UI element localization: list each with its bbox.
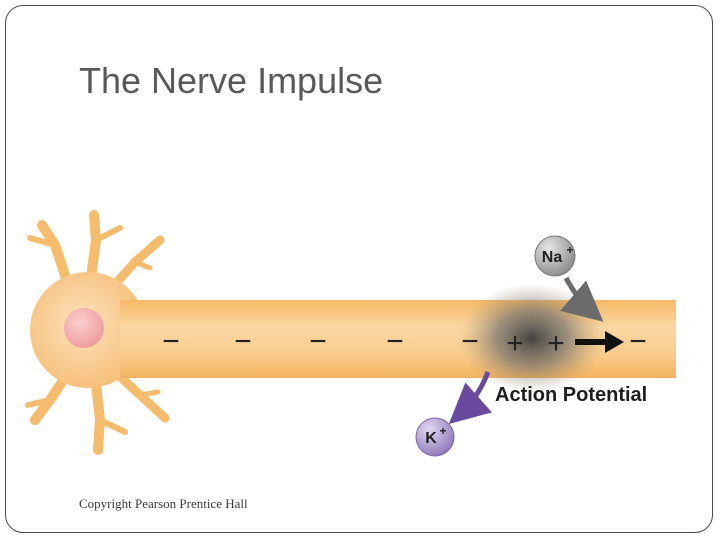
charge-sign: −	[461, 325, 479, 358]
action-potential-label: Action Potential	[495, 384, 647, 406]
potassium-ion	[415, 417, 455, 457]
sodium-ion-label: Na	[542, 249, 563, 266]
charge-sign: −	[234, 325, 252, 358]
charge-sign: −	[629, 325, 647, 358]
sodium-ion	[534, 235, 576, 277]
sodium-influx-arrow	[560, 276, 604, 322]
charge-signs: − − − − − + + −	[162, 325, 647, 360]
potassium-ion-charge: +	[439, 424, 446, 438]
copyright-notice: Copyright Pearson Prentice Hall	[79, 496, 248, 511]
charge-sign: −	[162, 325, 180, 358]
potassium-ion-label: K	[425, 430, 437, 447]
slide-title: The Nerve Impulse	[79, 60, 384, 101]
potassium-efflux-arrow	[448, 371, 492, 424]
propagation-arrow-icon	[575, 331, 624, 353]
charge-sign: −	[386, 325, 404, 358]
nucleus	[64, 308, 104, 348]
charge-sign: −	[309, 325, 327, 358]
sodium-ion-charge: +	[566, 243, 573, 257]
charge-sign: +	[506, 327, 524, 360]
charge-sign: +	[547, 327, 565, 360]
